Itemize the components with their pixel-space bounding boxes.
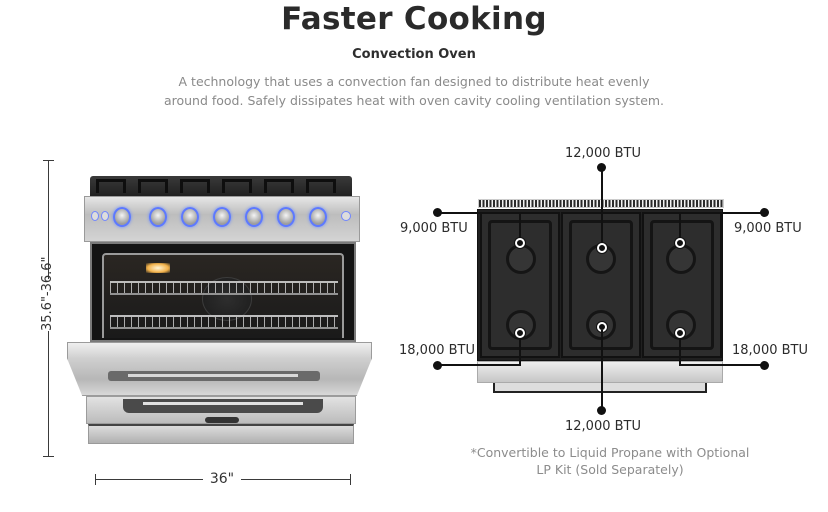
- range-front-image: [67, 176, 374, 444]
- burner-marker: [515, 328, 525, 338]
- btu-label-rear-right: 9,000 BTU: [734, 221, 802, 236]
- callout-line: [437, 212, 520, 214]
- oven-cavity: [90, 242, 356, 342]
- oven-knob-icon: [113, 207, 131, 227]
- dimension-cap: [43, 456, 54, 457]
- logo-plate: [205, 417, 239, 423]
- drawer-handle: [123, 399, 323, 413]
- cooktop-grates: [90, 176, 352, 198]
- kick-plate: [88, 424, 354, 444]
- burner-knob-icon: [181, 207, 199, 227]
- btu-label-front-right: 18,000 BTU: [732, 343, 808, 358]
- callout-dot: [760, 208, 769, 217]
- burner-knob-icon: [309, 207, 327, 227]
- burner-grid: [477, 209, 723, 361]
- front-panel: [477, 361, 723, 383]
- height-dimension-label: 35.6"-36.6": [40, 256, 56, 331]
- callout-line: [601, 330, 603, 410]
- cooktop-base: [493, 383, 707, 393]
- description-line-1: A technology that uses a convection fan …: [178, 74, 650, 89]
- footnote-line-1: *Convertible to Liquid Propane with Opti…: [470, 445, 750, 460]
- dimension-cap: [43, 160, 54, 161]
- button-icon: [91, 211, 99, 221]
- callout-line: [601, 167, 603, 247]
- footnote-line-2: LP Kit (Sold Separately): [536, 462, 684, 477]
- callout-dot: [597, 406, 606, 415]
- callout-line: [680, 364, 764, 366]
- burner-marker: [597, 243, 607, 253]
- callout-line: [679, 334, 681, 366]
- section-subtitle: Convection Oven: [352, 47, 476, 62]
- burner-knob-icon: [149, 207, 167, 227]
- burner-marker: [515, 238, 525, 248]
- feature-description: A technology that uses a convection fan …: [0, 72, 828, 110]
- logo-badge-icon: [341, 211, 351, 221]
- storage-drawer: [86, 396, 356, 424]
- dimension-cap: [95, 474, 96, 485]
- burner-marker: [675, 238, 685, 248]
- burner-icon: [506, 244, 536, 274]
- burner-icon: [666, 244, 696, 274]
- btu-label-rear-left: 9,000 BTU: [400, 221, 468, 236]
- btu-label-front-center: 12,000 BTU: [565, 419, 641, 434]
- oven-rack: [110, 281, 338, 295]
- burner-marker: [675, 328, 685, 338]
- burner-icon: [666, 310, 696, 340]
- lp-conversion-footnote: *Convertible to Liquid Propane with Opti…: [440, 444, 780, 478]
- width-dimension-label: 36": [203, 470, 241, 488]
- callout-line: [680, 212, 764, 214]
- btu-label-front-left: 18,000 BTU: [399, 343, 475, 358]
- burner-knob-icon: [245, 207, 263, 227]
- oven-door: [67, 342, 372, 396]
- oven-light-icon: [146, 263, 170, 273]
- btu-label-rear-center: 12,000 BTU: [565, 146, 641, 161]
- burner-icon: [506, 310, 536, 340]
- control-panel: [84, 196, 360, 242]
- callout-line: [519, 334, 521, 366]
- callout-line: [519, 212, 521, 244]
- button-icon: [101, 211, 109, 221]
- dimension-cap: [350, 474, 351, 485]
- callout-line: [679, 212, 681, 244]
- callout-dot: [760, 361, 769, 370]
- burner-knob-icon: [213, 207, 231, 227]
- door-handle: [108, 371, 320, 381]
- callout-line: [437, 364, 520, 366]
- page-title: Faster Cooking: [281, 1, 547, 37]
- description-line-2: around food. Safely dissipates heat with…: [163, 93, 665, 108]
- burner-knob-icon: [277, 207, 295, 227]
- oven-rack: [110, 315, 338, 329]
